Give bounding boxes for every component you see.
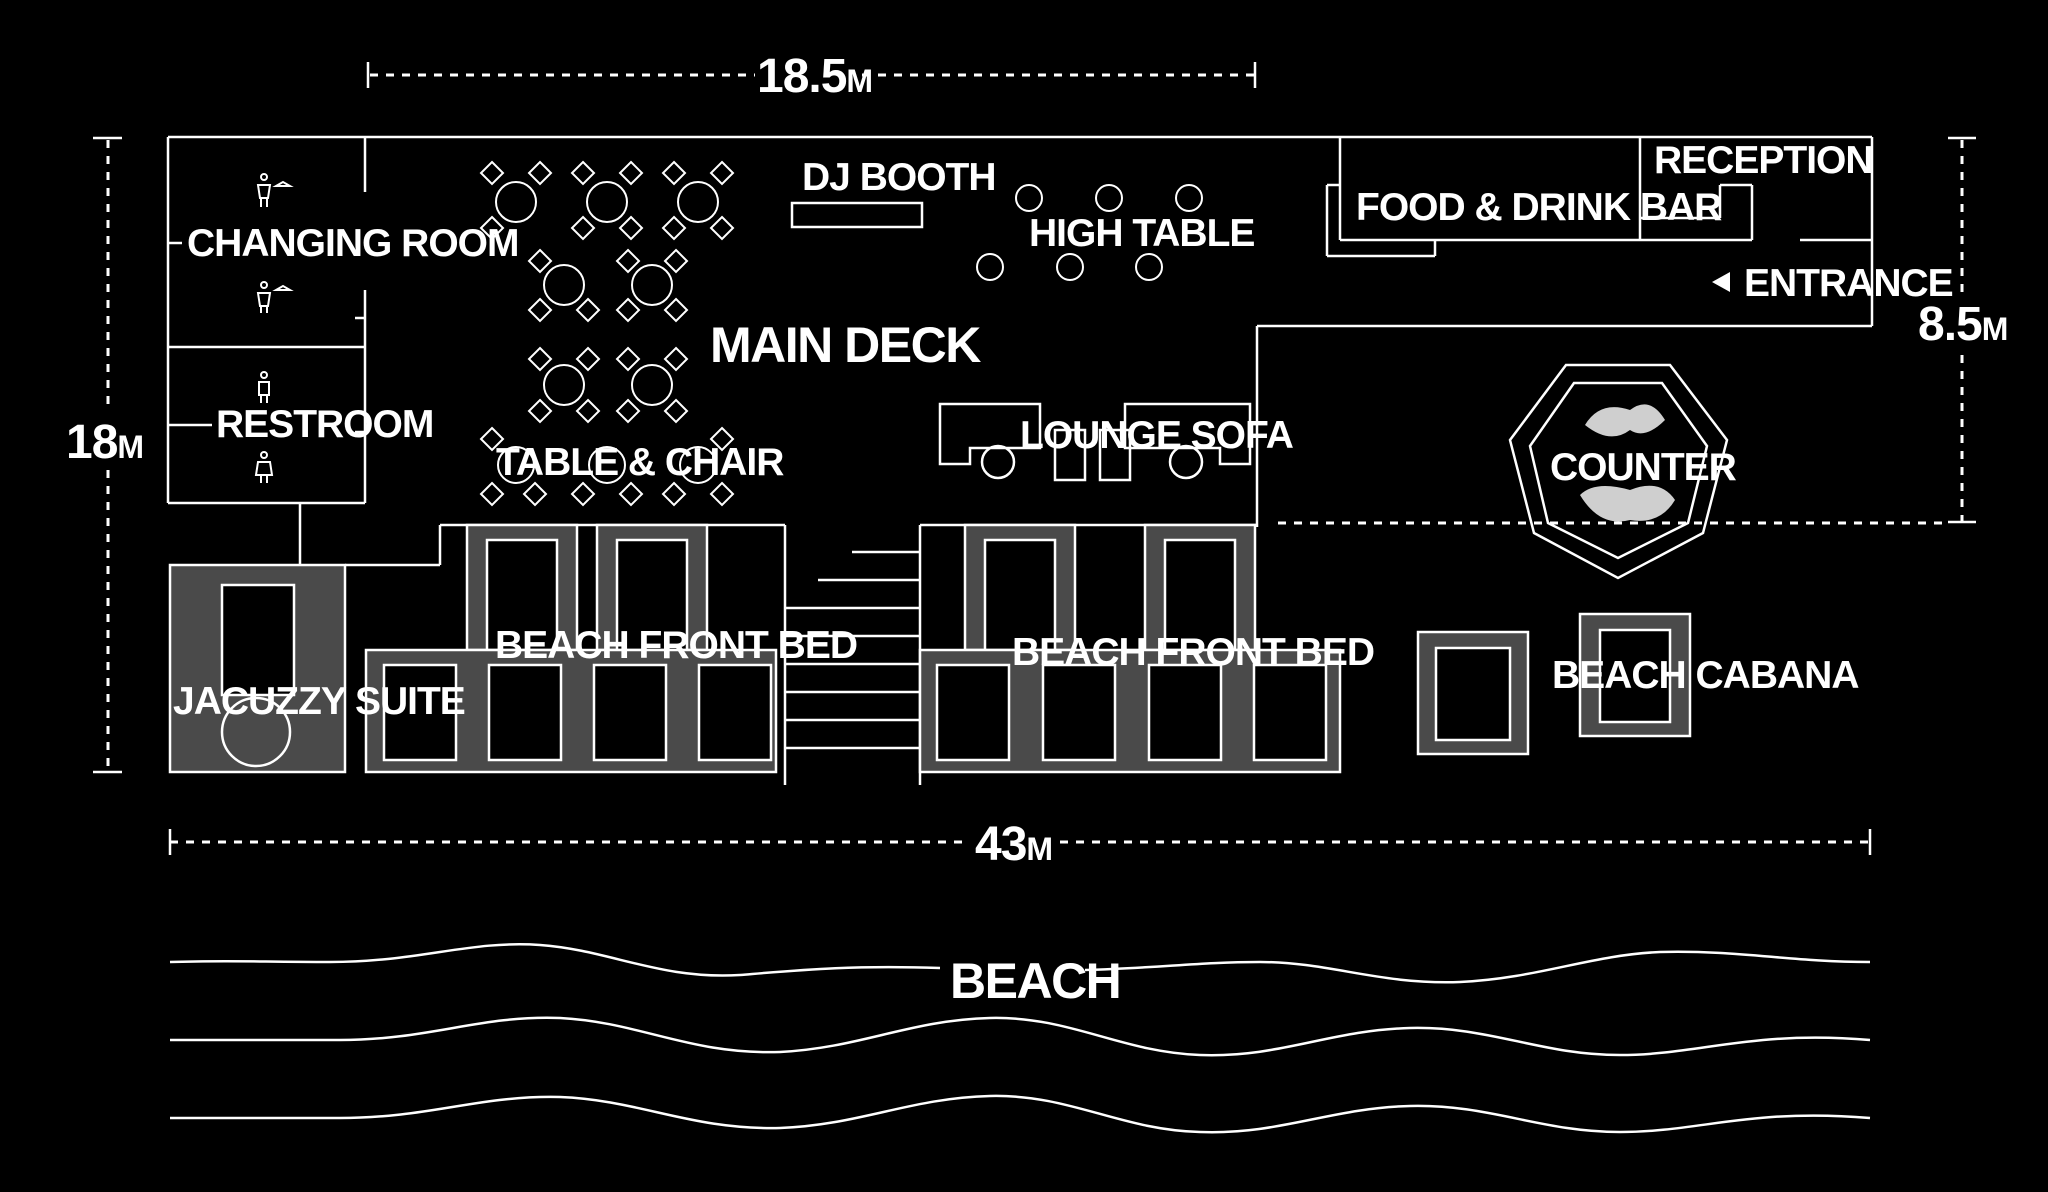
building-outline xyxy=(166,135,1874,527)
dimension-bottom-unit: M xyxy=(1026,831,1052,867)
svg-text:43M: 43M xyxy=(975,818,1052,871)
beach-waves xyxy=(169,943,1871,1134)
beach-front-bed-right-area xyxy=(918,523,1342,774)
dimension-bottom-value: 43 xyxy=(975,818,1026,871)
beach-cabana-area xyxy=(1416,612,1692,756)
label-beach-front-bed-left: BEACH FRONT BED xyxy=(495,624,857,667)
changing-room-block xyxy=(168,137,367,565)
dimension-top: 18.5M xyxy=(366,50,1257,103)
label-lounge-sofa: LOUNGE SOFA xyxy=(1020,414,1294,457)
dimension-right: 8.5M xyxy=(1918,136,2008,524)
label-jacuzzy-suite: JACUZZY SUITE xyxy=(173,680,465,723)
counter-structure xyxy=(1508,363,1729,580)
dimension-left: 18M xyxy=(66,136,144,774)
svg-text:18M: 18M xyxy=(66,416,143,469)
svg-text:18.5M: 18.5M xyxy=(757,50,872,103)
male-icon-restroom xyxy=(258,371,270,403)
high-table-area xyxy=(976,184,1203,281)
dj-booth-desk xyxy=(790,201,924,229)
label-beach-front-bed-right: BEACH FRONT BED xyxy=(1012,631,1374,674)
person-icon-changing-top xyxy=(256,173,294,207)
label-beach-cabana: BEACH CABANA xyxy=(1552,654,1859,697)
label-changing-room: CHANGING ROOM xyxy=(187,222,519,265)
label-entrance: ENTRANCE xyxy=(1744,262,1953,305)
greenery-bottom-icon xyxy=(1580,485,1675,522)
dimension-left-value: 18 xyxy=(66,416,118,469)
label-beach: BEACH xyxy=(950,953,1120,1009)
table-chair-area xyxy=(479,160,735,507)
label-counter: COUNTER xyxy=(1550,446,1737,489)
bar-reception-structure xyxy=(1325,137,1872,292)
label-food-drink-bar: FOOD & DRINK BAR xyxy=(1356,186,1722,229)
dimension-right-unit: M xyxy=(1982,311,2008,347)
jacuzzy-suite-area xyxy=(168,563,347,774)
lounge-sofa-area xyxy=(938,402,1252,482)
person-icon-changing-bottom xyxy=(256,281,294,313)
entrance-arrow-icon xyxy=(1712,272,1730,292)
label-main-deck: MAIN DECK xyxy=(710,317,981,373)
label-dj-booth: DJ BOOTH xyxy=(802,156,996,199)
dimension-top-value: 18.5 xyxy=(757,50,847,103)
dimension-bottom: 43M xyxy=(168,818,1872,871)
label-reception: RECEPTION xyxy=(1654,139,1873,182)
dimension-right-value: 8.5 xyxy=(1918,298,1982,351)
beach-front-bed-left-area xyxy=(345,523,785,774)
label-restroom: RESTROOM xyxy=(216,403,433,446)
dimension-left-unit: M xyxy=(117,429,143,465)
label-table-chair: TABLE & CHAIR xyxy=(496,441,784,484)
dimension-top-unit: M xyxy=(846,63,872,99)
female-icon-restroom xyxy=(254,451,274,483)
greenery-top-icon xyxy=(1585,404,1665,437)
label-high-table: HIGH TABLE xyxy=(1029,212,1254,255)
svg-text:8.5M: 8.5M xyxy=(1918,298,2007,351)
